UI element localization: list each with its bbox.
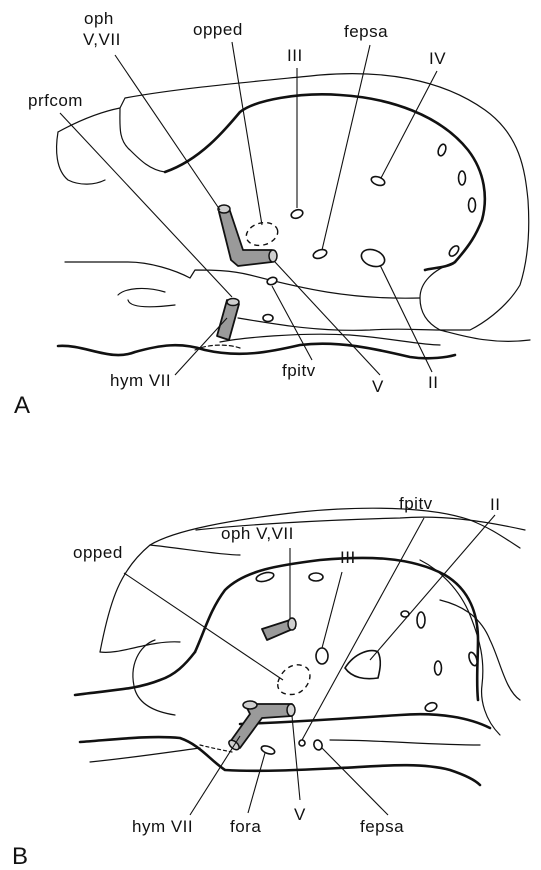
panel-a-label-fpitv: fpitv xyxy=(282,361,316,380)
panel-a-bottom-thick xyxy=(58,344,455,359)
panel-a-leader-IV xyxy=(381,71,437,178)
panel-b-foramen-r2 xyxy=(417,612,425,628)
panel-b-right-contour2 xyxy=(440,600,520,700)
panel-a-leader-oph xyxy=(115,55,220,210)
panel-b-leader-opped xyxy=(124,573,283,680)
panel-a-dorsal-edge xyxy=(120,108,165,172)
panel-a-label-opped: opped xyxy=(193,20,243,39)
panel-a-foramen-II xyxy=(359,246,387,269)
panel-a-lower-small-bulge2 xyxy=(128,300,175,307)
panel-b: oph V,VII fpitv II opped III hym VII for… xyxy=(12,494,525,870)
panel-a-leader-prfcom xyxy=(60,113,232,297)
panel-a-foramen-fpitv xyxy=(266,276,278,286)
panel-b-dash xyxy=(200,745,232,752)
panel-a-label-prfcom: prfcom xyxy=(28,91,83,110)
panel-b-label-hym: hym VII xyxy=(132,817,193,836)
panel-a-label-fepsa: fepsa xyxy=(344,22,388,41)
panel-b-label-oph: oph V,VII xyxy=(221,524,294,543)
panel-a-letter: A xyxy=(14,392,30,419)
panel-b-nerve-oph-end xyxy=(288,618,296,630)
panel-a-label-III: III xyxy=(287,46,303,65)
panel-b-foramen-r3 xyxy=(435,661,442,675)
panel-b-nerve-hym-end xyxy=(243,701,257,709)
panel-b-bottom-thin xyxy=(90,748,200,762)
panel-b-label-III: III xyxy=(340,548,356,567)
panel-b-leader-II xyxy=(370,515,495,660)
panel-b-braincase-thick xyxy=(195,558,478,700)
panel-b-foramen-top2 xyxy=(309,573,323,581)
panel-b-nerve-v-end xyxy=(287,704,295,716)
panel-b-letter: B xyxy=(12,843,28,870)
panel-a-label-IV: IV xyxy=(429,49,446,68)
panel-a-label-oph-line2: V,VII xyxy=(83,30,121,49)
panel-a-nerve-hym-end xyxy=(227,299,239,306)
panel-b-leader-III xyxy=(322,572,342,648)
panel-a-foramen-rim3 xyxy=(469,198,476,212)
panel-a-anterior-thin xyxy=(57,132,105,184)
panel-b-foramen-fpitv xyxy=(299,740,305,746)
panel-a-foramen-III xyxy=(290,208,304,220)
panel-a-label-V: V xyxy=(372,377,384,396)
panel-b-top-outer2 xyxy=(150,545,240,555)
panel-b-label-opped: opped xyxy=(73,543,123,562)
panel-a-nerve-hym xyxy=(217,300,239,340)
panel-a-foramen-fepsa xyxy=(312,248,328,260)
panel-a-foramen-IV xyxy=(370,175,386,187)
panel-b-bottom-thick xyxy=(80,737,480,785)
panel-a-foramen-rim2 xyxy=(459,171,466,185)
panel-b-leader-fora xyxy=(248,753,265,813)
panel-a-leader-V xyxy=(275,262,380,375)
panel-a-leader-opped xyxy=(232,42,262,225)
panel-b-bottom-thin2 xyxy=(330,740,480,745)
panel-a-bottom-thin xyxy=(440,330,530,341)
panel-b-foramen-fora xyxy=(260,744,276,755)
panel-a-outer-outline xyxy=(58,74,529,330)
panel-a-nerve-v-end xyxy=(269,250,277,262)
panel-a-label-hym: hym VII xyxy=(110,371,171,390)
panel-a-foramen-small xyxy=(263,315,273,322)
panel-b-label-fpitv: fpitv xyxy=(399,494,433,513)
panel-b-leader-fpitv xyxy=(302,518,424,740)
panel-a-leader-fepsa xyxy=(322,45,370,250)
panel-b-label-fepsa: fepsa xyxy=(360,817,404,836)
panel-a: oph V,VII opped III fepsa IV prfcom hym … xyxy=(14,9,530,419)
panel-b-foramen-III xyxy=(316,648,328,664)
panel-b-foramen-fepsa xyxy=(313,739,324,751)
panel-a-foramen-rim4 xyxy=(447,244,460,258)
panel-a-lower-small-bulge xyxy=(118,288,165,295)
panel-b-label-V: V xyxy=(294,805,306,824)
panel-b-nerve-hym xyxy=(230,704,292,748)
panel-a-label-oph-line1: oph xyxy=(84,9,114,28)
panel-a-label-II: II xyxy=(428,373,438,392)
panel-b-leader-V xyxy=(292,716,300,800)
panel-b-leader-fepsa xyxy=(322,748,388,815)
panel-b-foramen-r5 xyxy=(424,701,438,713)
panel-a-foramen-rim1 xyxy=(437,143,448,157)
panel-a-lower-outline xyxy=(65,262,420,298)
panel-b-label-II: II xyxy=(490,495,500,514)
panel-b-label-fora: fora xyxy=(230,817,261,836)
